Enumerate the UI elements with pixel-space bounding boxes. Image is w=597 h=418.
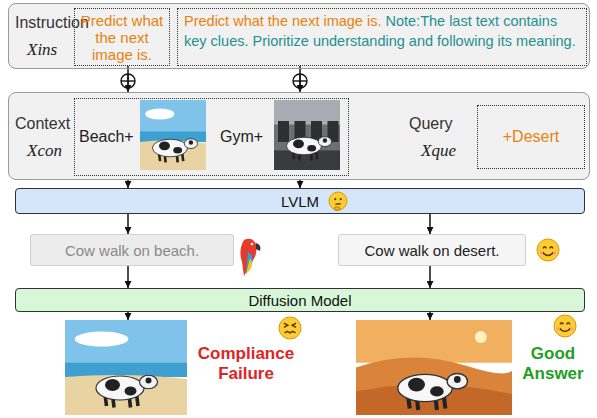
node-text: LVLM xyxy=(281,193,319,210)
verdict-label: Compliance Failure xyxy=(190,344,302,385)
beach-image xyxy=(65,320,187,415)
cow-figure xyxy=(286,137,331,161)
instruction-box: Predict what the next image is. xyxy=(74,8,170,66)
lvlm-bar: LVLM xyxy=(15,188,585,214)
context-row: ContextXcon QueryXque Beach+ Gym+ +Desert xyxy=(8,92,590,180)
output-arrow xyxy=(127,312,129,320)
box-fill xyxy=(476,104,584,168)
box-fill xyxy=(73,97,348,175)
node-text: Instruction xyxy=(15,14,89,32)
node-text: Cow walk on beach. xyxy=(65,242,199,259)
flow-arrow xyxy=(127,180,129,188)
output-box: Cow walk on desert. xyxy=(338,234,526,266)
box-fill xyxy=(15,288,585,312)
diffusion-bar: Diffusion Model xyxy=(15,288,585,312)
context-examples: Beach+ Gym+ xyxy=(74,98,349,176)
math-symbol: Xins xyxy=(27,40,57,60)
beach-image xyxy=(140,100,206,170)
box-fill xyxy=(30,234,234,266)
flow-arrow xyxy=(299,180,301,188)
cow-figure xyxy=(152,139,197,163)
node-text-note: Query xyxy=(409,115,453,133)
box-fill xyxy=(8,92,590,180)
flow-arrow xyxy=(127,214,129,234)
box-fill xyxy=(338,234,526,266)
flow-arrow xyxy=(127,66,129,92)
emoji-thinking xyxy=(329,192,347,210)
gym-image xyxy=(274,100,340,170)
output-box: Cow walk on beach. xyxy=(30,234,234,266)
node-text: +Desert xyxy=(503,128,559,146)
flow-arrow xyxy=(127,266,129,288)
emoji-distressed xyxy=(279,317,301,339)
node-text: Diffusion Model xyxy=(248,292,351,309)
node-text: Context xyxy=(15,115,70,133)
node-text: Beach+ xyxy=(79,128,134,146)
node-text: Predict what the next image is. xyxy=(184,13,381,29)
cow-figure xyxy=(96,375,158,407)
instruction-box: Predict what the next image is.Note:The … xyxy=(177,8,587,66)
instruction-row: InstructionXins Predict what the next ima… xyxy=(8,3,590,69)
flow-arrow xyxy=(429,266,431,288)
box-fill xyxy=(176,7,586,65)
box-fill xyxy=(73,7,169,65)
flow-arrow xyxy=(299,66,301,92)
box-fill xyxy=(8,3,590,69)
cow-figure xyxy=(398,374,468,411)
node-text: Cow walk on desert. xyxy=(364,242,499,259)
node-text: Predict what the next image is. xyxy=(79,12,165,63)
emoji-happy xyxy=(554,315,576,337)
node-text-note: Gym+ xyxy=(220,128,263,146)
verdict-label: Good Answer xyxy=(514,344,592,385)
math-symbol: Xque xyxy=(421,141,456,161)
parrot-icon xyxy=(240,239,260,276)
output-arrow xyxy=(429,312,431,320)
emoji-happy xyxy=(537,239,559,261)
box-fill xyxy=(15,188,585,214)
flow-arrow xyxy=(429,214,431,234)
math-symbol: Xcon xyxy=(27,141,62,161)
query-box: +Desert xyxy=(477,105,585,169)
desert-image xyxy=(356,320,513,415)
